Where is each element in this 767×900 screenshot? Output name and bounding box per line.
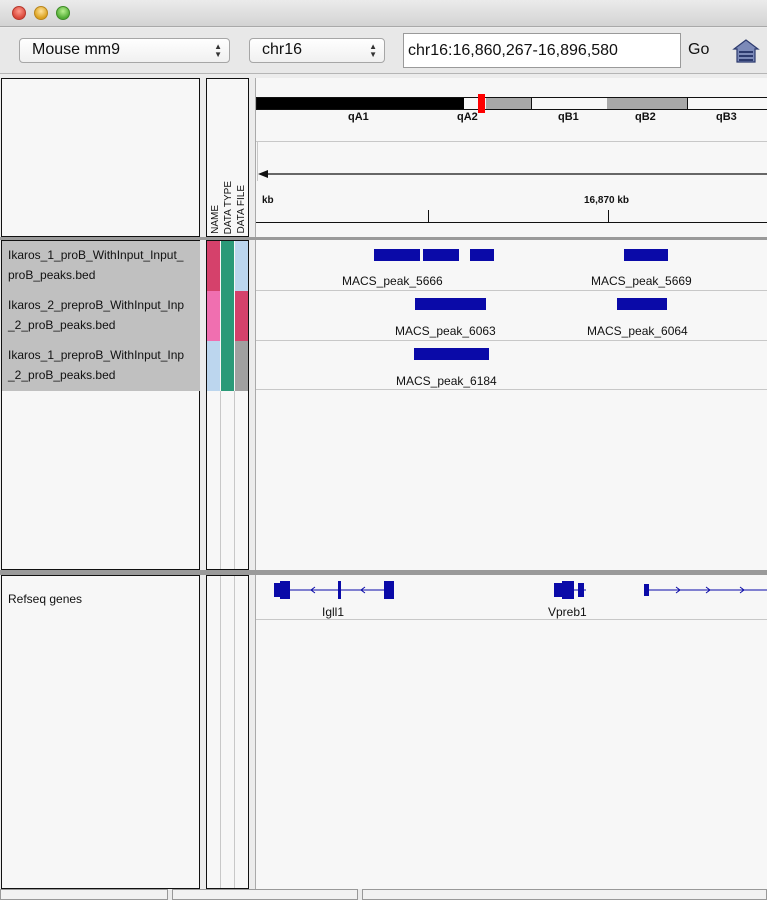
track-name-line: _2_proB_peaks.bed bbox=[8, 368, 116, 382]
ruler-tick bbox=[608, 210, 609, 222]
ideogram-divider bbox=[256, 141, 767, 142]
peak-feature[interactable] bbox=[415, 298, 486, 310]
header-name-panel bbox=[1, 78, 200, 237]
header-data-panel: qA1 qA2 qB1 qB2 qB3 kb 16,870 kb bbox=[255, 78, 767, 237]
attribute-column-line bbox=[234, 576, 235, 888]
attribute-header-data-file[interactable]: DATA FILE bbox=[236, 185, 247, 234]
data-name-panel: Ikaros_1_proB_WithInput_Input_ proB_peak… bbox=[1, 240, 200, 570]
minimize-window-button[interactable] bbox=[34, 6, 48, 20]
attribute-cell[interactable] bbox=[221, 291, 234, 341]
attribute-column-line bbox=[234, 391, 235, 569]
locus-input-value: chr16:16,860,267-16,896,580 bbox=[408, 42, 618, 59]
genome-select-value: Mouse mm9 bbox=[32, 41, 121, 58]
panel-divider[interactable] bbox=[0, 237, 767, 240]
gene-label-igll1: Igll1 bbox=[322, 605, 345, 619]
window-title-bar bbox=[0, 0, 767, 27]
chromosome-select-value: chr16 bbox=[262, 41, 303, 58]
toolbar: Mouse mm9 ▲▼ chr16 ▲▼ chr16:16,860,267-1… bbox=[0, 28, 767, 74]
track-divider bbox=[256, 619, 767, 620]
feature-label: MACS_peak_5666 bbox=[342, 274, 443, 288]
track-name-ikaros-2-preprob[interactable]: Ikaros_2_preproB_WithInput_Inp _2_proB_p… bbox=[2, 291, 200, 341]
attribute-cell[interactable] bbox=[207, 241, 220, 291]
band-label-qB3: qB3 bbox=[716, 111, 737, 123]
panel-divider[interactable] bbox=[0, 570, 767, 575]
ruler-baseline[interactable] bbox=[256, 222, 767, 223]
chromosome-select[interactable]: chr16 ▲▼ bbox=[249, 38, 385, 63]
feature-label: MACS_peak_6064 bbox=[587, 324, 688, 338]
band-label-qA1: qA1 bbox=[348, 111, 369, 123]
ruler-tick-label: 16,870 kb bbox=[584, 195, 630, 206]
data-attribute-panel bbox=[206, 240, 249, 570]
track-divider bbox=[256, 340, 767, 341]
ruler-unit-label: kb bbox=[262, 195, 274, 206]
select-arrows-icon: ▲▼ bbox=[369, 42, 377, 59]
track-name-ikaros-1-preprob[interactable]: Ikaros_1_preproB_WithInput_Inp _2_proB_p… bbox=[2, 341, 200, 391]
ruler-left-edge bbox=[257, 141, 258, 181]
track-name-line: Ikaros_1_proB_WithInput_Input_ bbox=[8, 248, 184, 262]
peak-feature[interactable] bbox=[374, 249, 420, 261]
peak-feature[interactable] bbox=[624, 249, 668, 261]
header-attribute-panel: NAME DATA TYPE DATA FILE bbox=[206, 78, 249, 237]
select-arrows-icon: ▲▼ bbox=[214, 42, 222, 59]
feature-track-panel: Igll1 Vpreb1 bbox=[255, 575, 767, 889]
status-bar-position bbox=[172, 889, 358, 900]
feature-name-panel: Refseq genes bbox=[1, 575, 200, 889]
status-bar-left bbox=[0, 889, 168, 900]
feature-attribute-panel bbox=[206, 575, 249, 889]
chromosome-ideogram[interactable] bbox=[256, 97, 767, 110]
gene-label-vpreb1: Vpreb1 bbox=[548, 605, 587, 619]
attribute-cell[interactable] bbox=[207, 341, 220, 391]
track-name-line: Ikaros_2_preproB_WithInput_Inp bbox=[8, 298, 185, 312]
attribute-column-line bbox=[220, 391, 221, 569]
band-label-qA2: qA2 bbox=[457, 111, 478, 123]
peak-feature[interactable] bbox=[414, 348, 489, 360]
attribute-cell[interactable] bbox=[235, 241, 248, 291]
data-track-panel: MACS_peak_5666 MACS_peak_5669 MACS_peak_… bbox=[255, 240, 767, 570]
attribute-cell[interactable] bbox=[207, 291, 220, 341]
feature-label: MACS_peak_6184 bbox=[396, 374, 497, 388]
track-divider bbox=[256, 389, 767, 390]
feature-label: MACS_peak_6063 bbox=[395, 324, 496, 338]
attribute-cell[interactable] bbox=[235, 291, 248, 341]
zoom-window-button[interactable] bbox=[56, 6, 70, 20]
peak-feature[interactable] bbox=[423, 249, 459, 261]
band-label-qB1: qB1 bbox=[558, 111, 579, 123]
attribute-cell[interactable] bbox=[235, 341, 248, 391]
attribute-cell[interactable] bbox=[221, 341, 234, 391]
peak-feature[interactable] bbox=[617, 298, 667, 310]
peak-feature[interactable] bbox=[470, 249, 494, 261]
track-name-line: _2_proB_peaks.bed bbox=[8, 318, 116, 332]
refseq-gene-track[interactable] bbox=[256, 575, 767, 615]
close-window-button[interactable] bbox=[12, 6, 26, 20]
attribute-cell[interactable] bbox=[221, 241, 234, 291]
attribute-header-data-type[interactable]: DATA TYPE bbox=[223, 180, 234, 234]
feature-label: MACS_peak_5669 bbox=[591, 274, 692, 288]
track-name-refseq-genes[interactable]: Refseq genes bbox=[8, 592, 83, 606]
genome-select[interactable]: Mouse mm9 ▲▼ bbox=[19, 38, 230, 63]
status-bar-right bbox=[362, 889, 767, 900]
attribute-header-name[interactable]: NAME bbox=[210, 205, 221, 234]
region-span-arrow bbox=[258, 170, 767, 178]
band-label-qB2: qB2 bbox=[635, 111, 656, 123]
track-name-line: proB_peaks.bed bbox=[8, 268, 96, 282]
track-divider bbox=[256, 290, 767, 291]
track-name-ikaros-1-prob[interactable]: Ikaros_1_proB_WithInput_Input_ proB_peak… bbox=[2, 241, 200, 291]
ruler-tick bbox=[428, 210, 429, 222]
attribute-column-line bbox=[220, 576, 221, 888]
current-region-marker bbox=[478, 94, 485, 113]
go-button[interactable]: Go bbox=[688, 41, 710, 58]
home-icon[interactable] bbox=[732, 38, 760, 64]
track-name-line: Ikaros_1_preproB_WithInput_Inp bbox=[8, 348, 185, 362]
locus-input[interactable]: chr16:16,860,267-16,896,580 bbox=[403, 33, 681, 68]
